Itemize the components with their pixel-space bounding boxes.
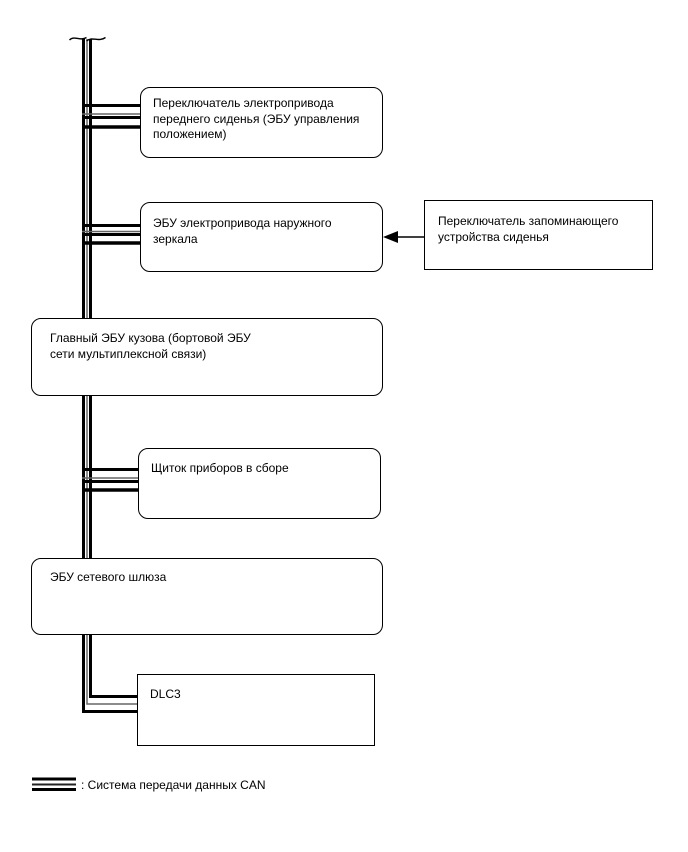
branch-mirror-ecu: [82, 224, 141, 245]
legend-caption: : Система передачи данных CAN: [81, 778, 266, 792]
node-label: ЭБУ электропривода наружного зеркала: [153, 216, 332, 246]
node-gateway-ecu: ЭБУ сетевого шлюза: [31, 558, 383, 635]
branch-seat-position-switch: [82, 104, 141, 129]
node-label: Щиток приборов в сборе: [151, 461, 289, 475]
can-bus-trunk: [82, 39, 137, 713]
bus-break-squiggle: [69, 36, 106, 42]
node-label: DLC3: [150, 687, 181, 701]
node-label: Переключатель электропривода переднего с…: [153, 96, 360, 141]
node-dlc3: DLC3: [137, 674, 375, 746]
memory-switch-arrow: [383, 231, 424, 243]
node-mirror-ecu: ЭБУ электропривода наружного зеркала: [140, 202, 383, 272]
node-label: ЭБУ сетевого шлюза: [50, 570, 167, 584]
node-seat-position-switch: Переключатель электропривода переднего с…: [140, 87, 383, 158]
legend-can-line-icon: [32, 777, 76, 791]
node-label: Переключатель запоминающего устройства с…: [438, 214, 619, 244]
node-main-body-ecu: Главный ЭБУ кузова (бортовой ЭБУ сети му…: [31, 318, 383, 396]
node-seat-memory-switch: Переключатель запоминающего устройства с…: [424, 200, 653, 270]
node-instrument-cluster: Щиток приборов в сборе: [138, 448, 381, 519]
node-label: Главный ЭБУ кузова (бортовой ЭБУ сети му…: [50, 331, 251, 361]
arrowhead-left-icon: [383, 231, 398, 243]
branch-instrument-cluster: [82, 468, 139, 492]
